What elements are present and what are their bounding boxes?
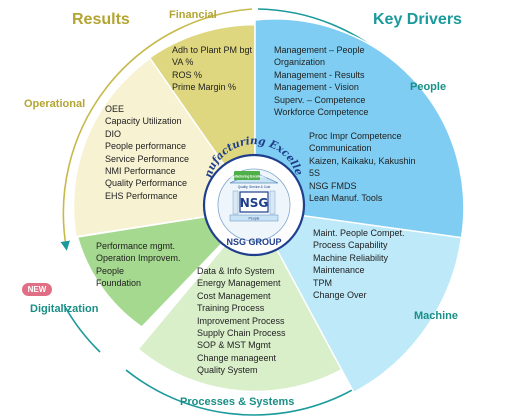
list-item: Prime Margin %: [172, 82, 237, 93]
list-item: NMI Performance: [105, 166, 176, 177]
results-heading: Results: [72, 11, 130, 28]
list-item: People performance: [105, 141, 187, 152]
list-item: Management - Vision: [274, 82, 359, 93]
key-drivers-heading: Key Drivers: [373, 11, 462, 28]
processes-list: Data & Info System Energy Management Cos…: [197, 265, 286, 377]
list-item: Training Process: [197, 303, 265, 314]
list-item: Quality System: [197, 365, 258, 376]
list-item: Performance mgmt.: [96, 241, 176, 251]
list-item: Energy Management: [197, 278, 281, 289]
list-item: People: [96, 265, 125, 276]
list-item: NSG FMDS: [309, 180, 357, 191]
ring-arc-results: [60, 8, 253, 251]
list-item: Workforce Competence: [274, 107, 369, 118]
list-item: VA %: [172, 57, 194, 68]
list-item: TPM: [313, 277, 332, 288]
list-item: Management – People: [274, 45, 365, 55]
list-item: Lean Manuf. Tools: [309, 193, 383, 204]
category-financial: Financial: [169, 9, 217, 21]
list-item: Communication: [309, 143, 372, 154]
list-item: ROS %: [172, 69, 203, 80]
list-item: Cost Management: [197, 290, 271, 301]
house-title-banner: [234, 171, 260, 180]
list-item: DIO: [105, 128, 122, 139]
house-base: [229, 214, 279, 222]
house-pillar-left: [232, 190, 239, 215]
list-item: Foundation: [96, 278, 142, 289]
new-badge: NEW: [22, 283, 52, 296]
house-title: Manufacturing Excellence: [227, 175, 267, 179]
list-item: Capacity Utilization: [105, 116, 182, 127]
segment-digitalization: [76, 207, 258, 329]
house-pillar-right: [269, 190, 276, 215]
category-processes-systems: Processes & Systems: [180, 396, 295, 408]
segment-machine: [253, 208, 463, 394]
list-item: Proc Impr Competence: [309, 131, 402, 141]
digitalization-list: Performance mgmt. Operation Improvem. Pe…: [96, 240, 181, 290]
list-item: Organization: [274, 57, 326, 68]
center-group-label: NSG GROUP: [226, 237, 281, 247]
category-machine: Machine: [414, 310, 459, 322]
segment-people: [254, 18, 465, 239]
category-people: People: [410, 81, 447, 93]
list-item: Maint. People Compet.: [313, 228, 405, 238]
people-list-top: Management – People Organization Managem…: [274, 44, 368, 118]
machine-list: Maint. People Compet. Process Capability…: [313, 227, 405, 301]
list-item: Change manageent: [197, 352, 277, 363]
operational-list: OEE Capacity Utilization DIO People perf…: [105, 103, 189, 202]
category-operational: Operational: [24, 98, 86, 110]
list-item: EHS Performance: [105, 190, 178, 201]
ring-arc-digitalization: [63, 304, 101, 353]
list-item: Improvement Process: [197, 315, 285, 326]
list-item: OEE: [105, 104, 125, 114]
logo-box: [239, 191, 269, 213]
category-digitalization: Digitalization: [30, 303, 99, 315]
people-list-bottom: Proc Impr Competence Communication Kaize…: [309, 130, 416, 204]
list-item: Adh to Plant PM bgt: [172, 45, 253, 55]
list-item: Kaizen, Kaikaku, Kakushin: [309, 155, 416, 166]
house-caption: Quality, Service & Cost: [238, 185, 271, 189]
list-item: Data & Info System: [197, 266, 275, 276]
list-item: Superv. – Competence: [274, 94, 366, 105]
list-item: SOP & MST Mgmt: [197, 340, 271, 351]
segment-processes: [137, 207, 349, 393]
list-item: Maintenance: [313, 265, 365, 276]
logo-nsg: NSG: [240, 196, 269, 210]
house-base-label: People: [249, 217, 260, 221]
list-item: Management - Results: [274, 69, 365, 80]
list-item: Supply Chain Process: [197, 328, 286, 339]
list-item: Process Capability: [313, 240, 388, 251]
list-item: Quality Performance: [105, 178, 188, 189]
list-item: Change Over: [313, 290, 367, 301]
financial-list: Adh to Plant PM bgt VA % ROS % Prime Mar…: [172, 44, 252, 94]
list-item: Machine Reliability: [313, 252, 389, 263]
list-item: 5S: [309, 168, 321, 179]
list-item: Operation Improvem.: [96, 253, 181, 264]
list-item: Service Performance: [105, 153, 190, 164]
